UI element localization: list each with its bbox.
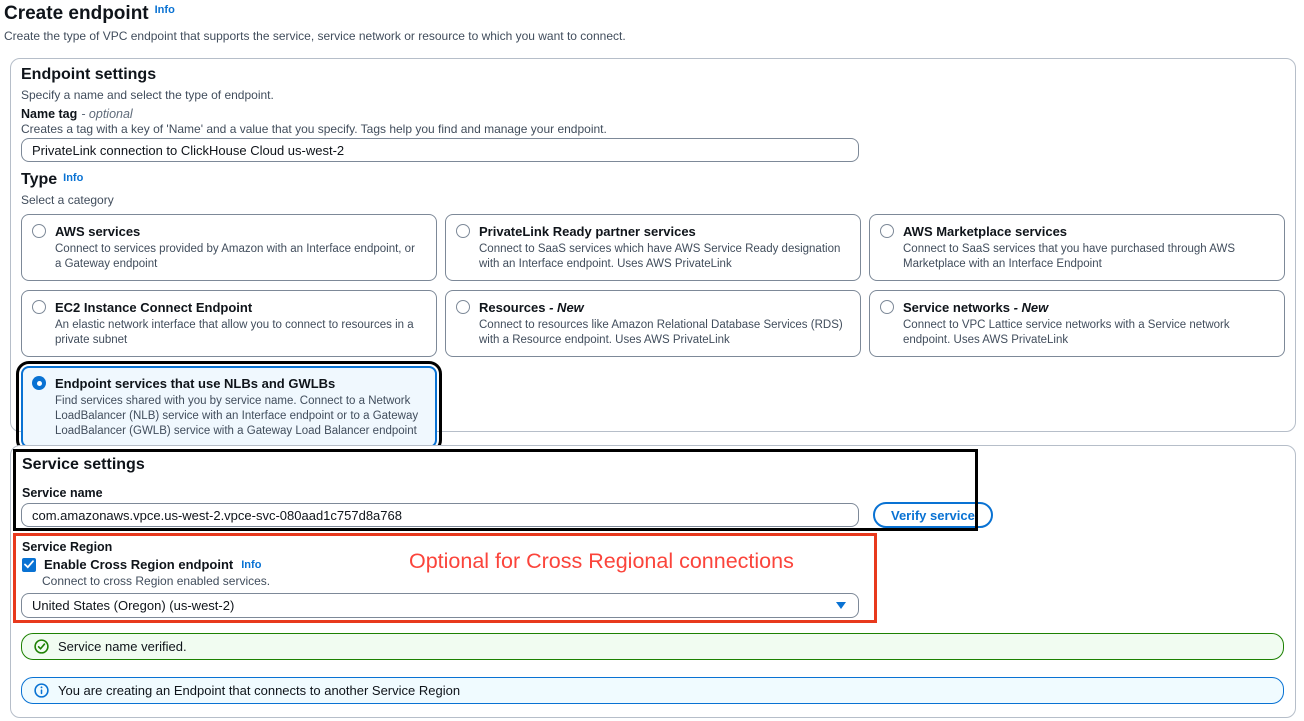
page-subtitle: Create the type of VPC endpoint that sup… [4,29,626,43]
chevron-down-icon [836,602,846,609]
radio-icon[interactable] [456,300,470,314]
type-option-endpoint-services-nlb-gwlb[interactable]: Endpoint services that use NLBs and GWLB… [16,361,442,453]
verify-service-button[interactable]: Verify service [873,502,993,528]
cross-region-checkbox-help: Connect to cross Region enabled services… [42,574,271,588]
cross-region-banner-text: You are creating an Endpoint that connec… [58,683,461,698]
option-title-text: Service networks [903,300,1010,315]
name-tag-help: Creates a tag with a key of 'Name' and a… [21,122,607,136]
option-title: Endpoint services that use NLBs and GWLB… [55,376,336,391]
radio-icon[interactable] [32,300,46,314]
type-option-ec2-instance-connect[interactable]: EC2 Instance Connect Endpoint An elastic… [21,290,437,357]
checkbox-checked-icon[interactable] [22,557,36,572]
service-region-label: Service Region [22,540,113,554]
type-option-resources[interactable]: Resources - New Connect to resources lik… [445,290,861,357]
option-new-badge: - New [549,300,584,315]
option-title-text: Resources [479,300,546,315]
type-options-grid: AWS services Connect to services provide… [16,214,1287,453]
type-option-service-networks[interactable]: Service networks - New Connect to VPC La… [869,290,1285,357]
check-circle-icon [34,639,49,654]
page-info-link[interactable]: Info [154,4,175,16]
option-description: Connect to SaaS services which have AWS … [479,243,841,270]
option-title: EC2 Instance Connect Endpoint [55,300,253,315]
cross-region-info-link[interactable]: Info [241,558,262,571]
service-name-input[interactable] [21,503,859,527]
info-circle-icon [34,683,49,698]
service-name-label: Service name [22,486,103,500]
endpoint-settings-description: Specify a name and select the type of en… [21,88,274,102]
type-option-privatelink-partner[interactable]: PrivateLink Ready partner services Conne… [445,214,861,281]
cross-region-checkbox-label[interactable]: Enable Cross Region endpoint [44,557,234,572]
name-tag-input[interactable] [21,138,859,162]
type-help: Select a category [21,193,114,207]
service-settings-title: Service settings [22,456,145,473]
option-description: An elastic network interface that allow … [55,319,414,346]
name-tag-optional: - optional [81,107,133,121]
radio-icon[interactable] [456,224,470,238]
radio-icon[interactable] [880,224,894,238]
option-description: Connect to SaaS services that you have p… [903,243,1235,270]
name-tag-label-text: Name tag [21,107,78,121]
option-description: Connect to resources like Amazon Relatio… [479,319,843,346]
cross-region-info-banner: You are creating an Endpoint that connec… [21,677,1284,704]
option-title: PrivateLink Ready partner services [479,224,696,239]
type-option-aws-services[interactable]: AWS services Connect to services provide… [21,214,437,281]
option-description: Connect to VPC Lattice service networks … [903,319,1230,346]
type-heading-text: Type [21,171,58,188]
endpoint-settings-title: Endpoint settings [21,66,157,83]
type-option-marketplace[interactable]: AWS Marketplace services Connect to SaaS… [869,214,1285,281]
service-region-select[interactable]: United States (Oregon) (us-west-2) [21,593,859,618]
cross-region-checkbox-row: Enable Cross Region endpoint Info [22,557,261,572]
type-heading: Type Info [21,171,83,189]
page-title-text: Create endpoint [4,3,149,24]
option-description: Connect to services provided by Amazon w… [55,243,415,270]
option-title: Resources - New [479,299,848,316]
endpoint-settings-card: Endpoint settings Specify a name and sel… [10,58,1296,453]
service-region-selected-value: United States (Oregon) (us-west-2) [32,598,235,613]
radio-icon[interactable] [880,300,894,314]
radio-icon[interactable] [32,224,46,238]
option-title: AWS Marketplace services [903,224,1068,239]
service-settings-card: Optional for Cross Regional connections … [10,445,1296,718]
type-info-link[interactable]: Info [63,172,84,184]
service-verified-text: Service name verified. [58,639,187,654]
name-tag-label: Name tag- optional [21,107,133,121]
radio-selected-icon[interactable] [32,376,46,390]
annotation-cross-region-note: Optional for Cross Regional connections [409,549,794,573]
option-title: Service networks - New [903,299,1272,316]
option-description: Find services shared with you by service… [55,395,419,437]
option-title: AWS services [55,224,141,239]
service-verified-banner: Service name verified. [21,633,1284,660]
option-new-badge: - New [1013,300,1049,315]
page-title: Create endpoint Info [4,3,175,25]
